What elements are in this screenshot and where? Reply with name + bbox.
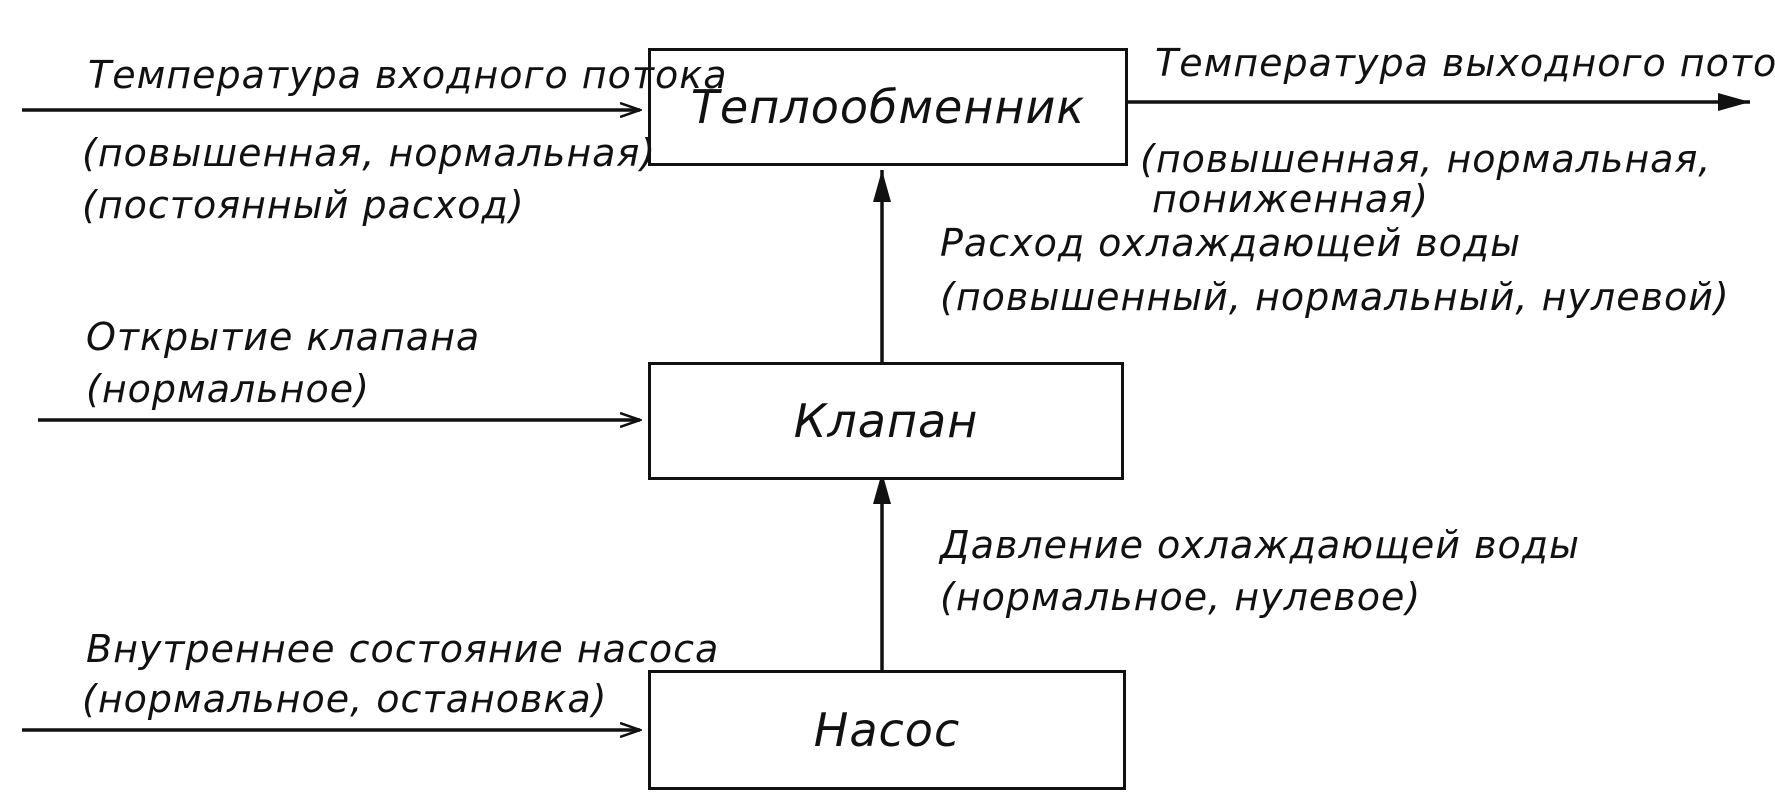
cooling-water-flow-name: Расход охлаждающей воды xyxy=(940,221,1522,265)
outlet-temp-states-line1: (повышенная, нормальная, xyxy=(1140,137,1712,181)
valve-label: Клапан xyxy=(793,394,979,448)
pump-block: Насос xyxy=(648,670,1126,790)
cooling-water-pressure-name: Давление охлаждающей воды xyxy=(940,523,1580,567)
valve-opening-states: (нормальное) xyxy=(86,367,370,411)
outlet-temp-name: Температура выходного потока xyxy=(1155,41,1775,85)
valve-opening-name: Открытие клапана xyxy=(86,315,481,359)
pump-state-states: (нормальное, остановка) xyxy=(82,677,608,721)
inlet-temp-note: (постоянный расход) xyxy=(82,183,525,227)
heat-exchanger-label: Теплообменник xyxy=(690,80,1086,134)
outlet-temp-states-line2: пониженная) xyxy=(1152,177,1429,221)
valve-block: Клапан xyxy=(648,362,1124,480)
cooling-water-pressure-states: (нормальное, нулевое) xyxy=(940,575,1422,619)
inlet-temp-states: (повышенная, нормальная) xyxy=(82,131,657,175)
inlet-temp-name: Температура входного потока xyxy=(88,53,728,97)
pump-state-name: Внутреннее состояние насоса xyxy=(86,627,720,671)
cooling-water-flow-states: (повышенный, нормальный, нулевой) xyxy=(940,275,1730,319)
heat-exchanger-block: Теплообменник xyxy=(648,48,1128,166)
pump-label: Насос xyxy=(813,703,961,757)
